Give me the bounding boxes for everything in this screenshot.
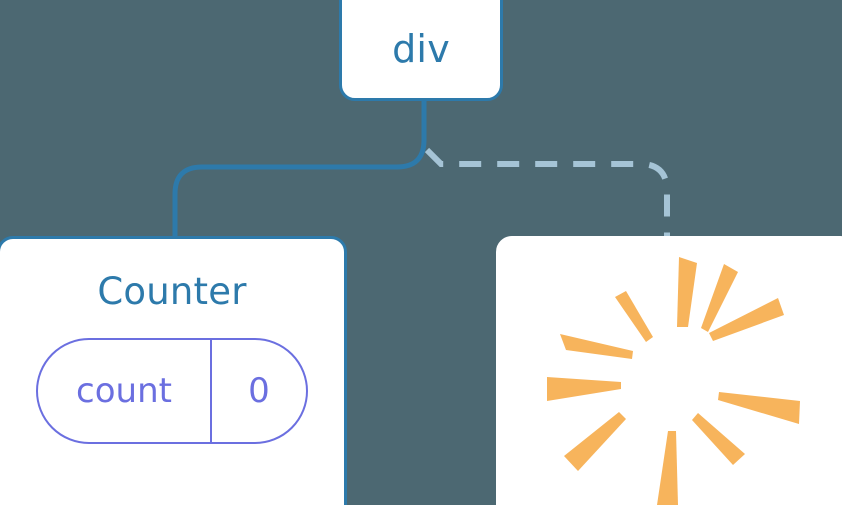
edge-div-to-counter [172,101,427,240]
node-div[interactable]: div [339,0,503,101]
node-sparkle[interactable] [496,236,842,505]
state-key-label: count [76,371,172,411]
state-pill-count[interactable]: count 0 [36,338,308,444]
node-div-label: div [392,26,450,71]
node-counter-label: Counter [97,270,247,313]
node-counter[interactable]: Counter count 0 [0,236,347,505]
sparkle-burst-icon [546,249,806,505]
state-value-label: 0 [210,340,306,442]
sparkle-burst-svg [547,256,800,505]
edge-div-to-sparkle [424,147,670,240]
